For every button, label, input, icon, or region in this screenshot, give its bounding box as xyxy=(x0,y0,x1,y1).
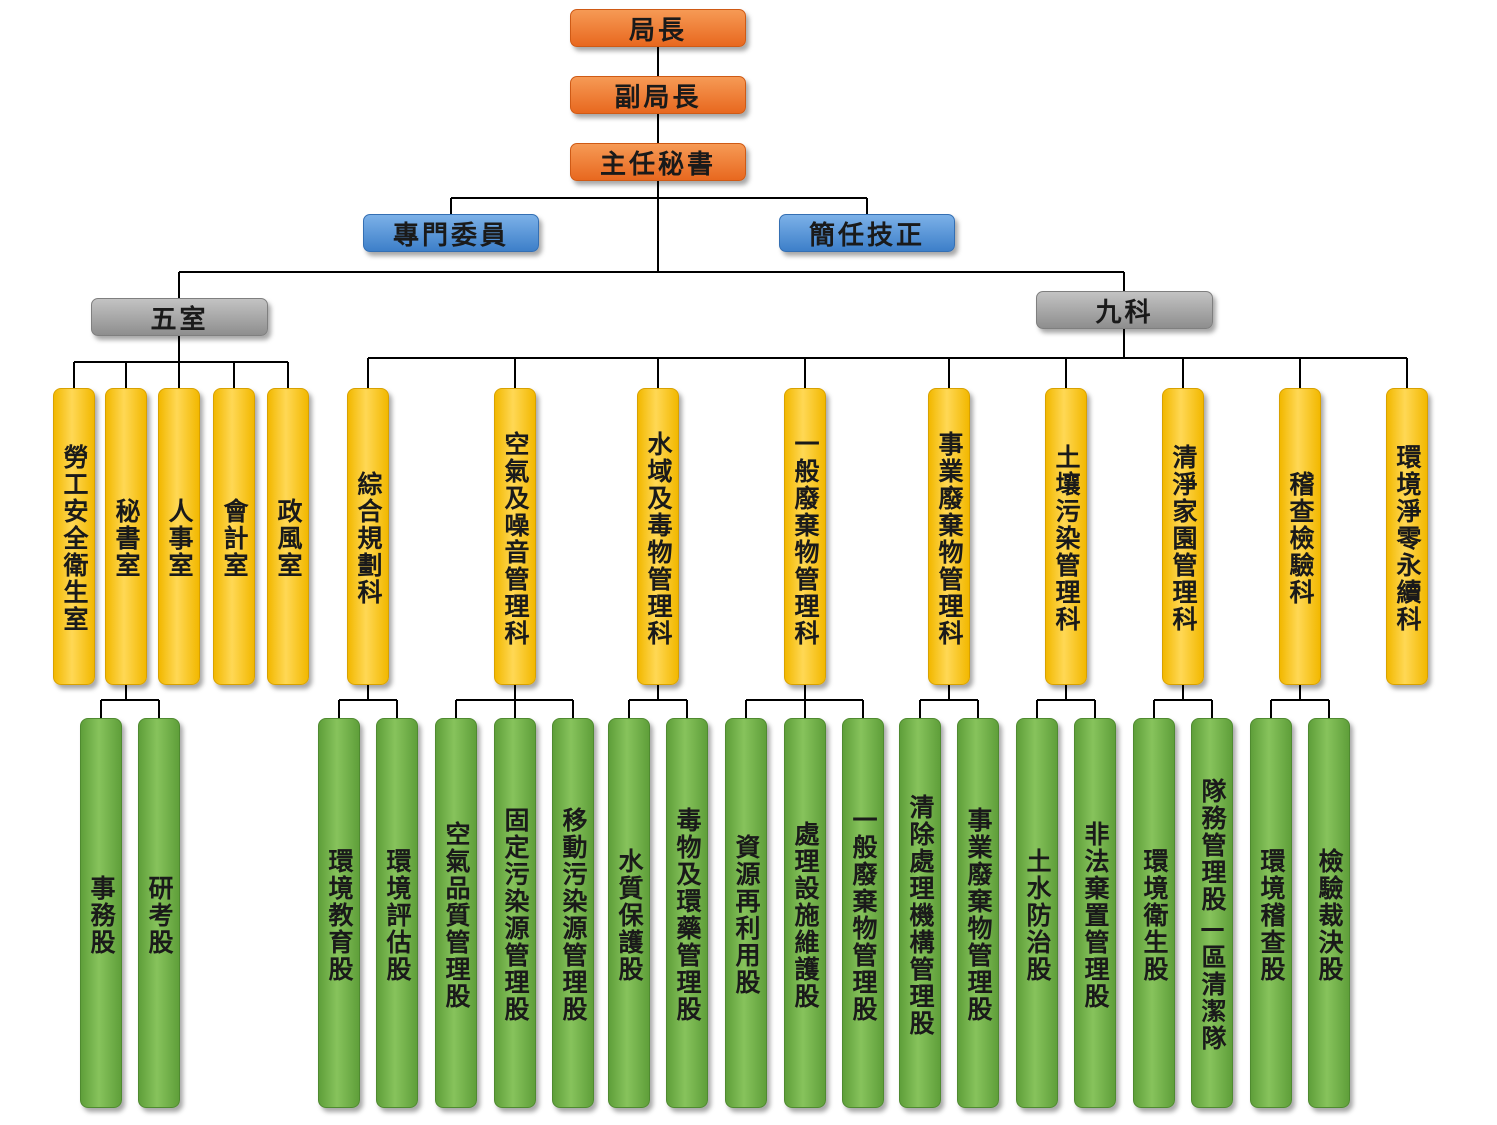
section-box-label: 水質保護股 xyxy=(615,847,644,983)
division-unit-box: 事業廢棄物管理科 xyxy=(928,388,970,685)
section-box: 固定污染源管理股 xyxy=(494,718,536,1108)
section-box: 檢驗裁決股 xyxy=(1308,718,1350,1108)
chief-secretary-box: 主任秘書 xyxy=(570,143,746,181)
section-box-label: 空氣品質管理股 xyxy=(442,820,471,1010)
deputy-director-box: 副局長 xyxy=(570,76,746,114)
divisions-group-box: 九科 xyxy=(1036,291,1213,329)
division-unit-box-label: 土壤污染管理科 xyxy=(1052,444,1081,633)
section-box-label: 一般廢棄物管理股 xyxy=(849,807,878,1023)
division-unit-box-label: 水域及毒物管理科 xyxy=(644,430,673,647)
section-box: 環境稽查股 xyxy=(1250,718,1292,1108)
section-box: 環境衛生股 xyxy=(1133,718,1175,1108)
director-box-label: 局長 xyxy=(628,15,687,46)
division-unit-box: 一般廢棄物管理科 xyxy=(784,388,826,685)
staff-box-senior-engineer: 簡任技正 xyxy=(779,214,955,252)
section-box-label: 非法棄置管理股 xyxy=(1081,820,1110,1010)
section-box: 環境教育股 xyxy=(318,718,360,1108)
section-box: 水質保護股 xyxy=(608,718,650,1108)
office-unit-box-label: 勞工安全衛生室 xyxy=(60,444,89,633)
office-unit-box: 政風室 xyxy=(267,388,309,685)
section-box: 非法棄置管理股 xyxy=(1074,718,1116,1108)
section-box-label: 移動污染源管理股 xyxy=(559,807,588,1023)
section-box-label: 研考股 xyxy=(145,874,174,956)
section-box-label: 檢驗裁決股 xyxy=(1315,847,1344,983)
divisions-group-box-label: 九科 xyxy=(1095,297,1154,328)
offices-group-box-label: 五室 xyxy=(150,304,209,335)
section-box: 資源再利用股 xyxy=(725,718,767,1108)
office-unit-box: 人事室 xyxy=(158,388,200,685)
office-unit-box-label: 會計室 xyxy=(220,498,249,579)
section-box: 研考股 xyxy=(138,718,180,1108)
staff-box-specialist: 專門委員 xyxy=(363,214,539,252)
section-box: 事務股 xyxy=(80,718,122,1108)
section-box: 毒物及環藥管理股 xyxy=(666,718,708,1108)
office-unit-box-label: 秘書室 xyxy=(112,498,141,579)
division-unit-box-label: 綜合規劃科 xyxy=(354,471,383,606)
section-box-label: 土水防治股 xyxy=(1023,847,1052,983)
section-box-label: 毒物及環藥管理股 xyxy=(673,807,702,1023)
division-unit-box-label: 空氣及噪音管理科 xyxy=(501,430,530,647)
section-box-label: 環境稽查股 xyxy=(1257,847,1286,983)
section-box-label: 固定污染源管理股 xyxy=(501,807,530,1023)
section-box-label: 環境衛生股 xyxy=(1140,847,1169,983)
section-box: 事業廢棄物管理股 xyxy=(957,718,999,1108)
division-unit-box: 綜合規劃科 xyxy=(347,388,389,685)
office-unit-box: 勞工安全衛生室 xyxy=(53,388,95,685)
section-box: 隊務管理股—區清潔隊 xyxy=(1191,718,1233,1108)
deputy-director-box-label: 副局長 xyxy=(614,82,702,113)
division-unit-box-label: 環境淨零永續科 xyxy=(1393,444,1422,633)
division-unit-box-label: 一般廢棄物管理科 xyxy=(791,430,820,647)
division-unit-box-label: 事業廢棄物管理科 xyxy=(935,430,964,647)
section-box: 一般廢棄物管理股 xyxy=(842,718,884,1108)
section-box: 移動污染源管理股 xyxy=(552,718,594,1108)
section-box: 土水防治股 xyxy=(1016,718,1058,1108)
staff-box-senior-engineer-label: 簡任技正 xyxy=(808,220,925,251)
chief-secretary-box-label: 主任秘書 xyxy=(599,149,716,180)
division-unit-box: 稽查檢驗科 xyxy=(1279,388,1321,685)
section-box-label: 處理設施維護股 xyxy=(791,820,820,1010)
section-box-label: 資源再利用股 xyxy=(732,834,761,996)
director-box: 局長 xyxy=(570,9,746,47)
division-unit-box: 土壤污染管理科 xyxy=(1045,388,1087,685)
section-box: 環境評估股 xyxy=(376,718,418,1108)
section-box-label: 環境評估股 xyxy=(383,847,412,983)
staff-box-specialist-label: 專門委員 xyxy=(392,220,509,251)
section-box-label: 事業廢棄物管理股 xyxy=(964,807,993,1023)
section-box-label: 清除處理機構管理股 xyxy=(906,793,935,1037)
offices-group-box: 五室 xyxy=(91,298,268,336)
office-unit-box: 會計室 xyxy=(213,388,255,685)
section-box-label: 環境教育股 xyxy=(325,847,354,983)
division-unit-box: 環境淨零永續科 xyxy=(1386,388,1428,685)
division-unit-box: 清淨家園管理科 xyxy=(1162,388,1204,685)
section-box-label: 隊務管理股—區清潔隊 xyxy=(1198,778,1227,1052)
section-box: 處理設施維護股 xyxy=(784,718,826,1108)
office-unit-box: 秘書室 xyxy=(105,388,147,685)
division-unit-box-label: 稽查檢驗科 xyxy=(1286,471,1315,606)
section-box: 清除處理機構管理股 xyxy=(899,718,941,1108)
division-unit-box-label: 清淨家園管理科 xyxy=(1169,444,1198,633)
office-unit-box-label: 人事室 xyxy=(165,498,194,579)
office-unit-box-label: 政風室 xyxy=(274,498,303,579)
division-unit-box: 水域及毒物管理科 xyxy=(637,388,679,685)
division-unit-box: 空氣及噪音管理科 xyxy=(494,388,536,685)
section-box: 空氣品質管理股 xyxy=(435,718,477,1108)
section-box-label: 事務股 xyxy=(87,874,116,956)
